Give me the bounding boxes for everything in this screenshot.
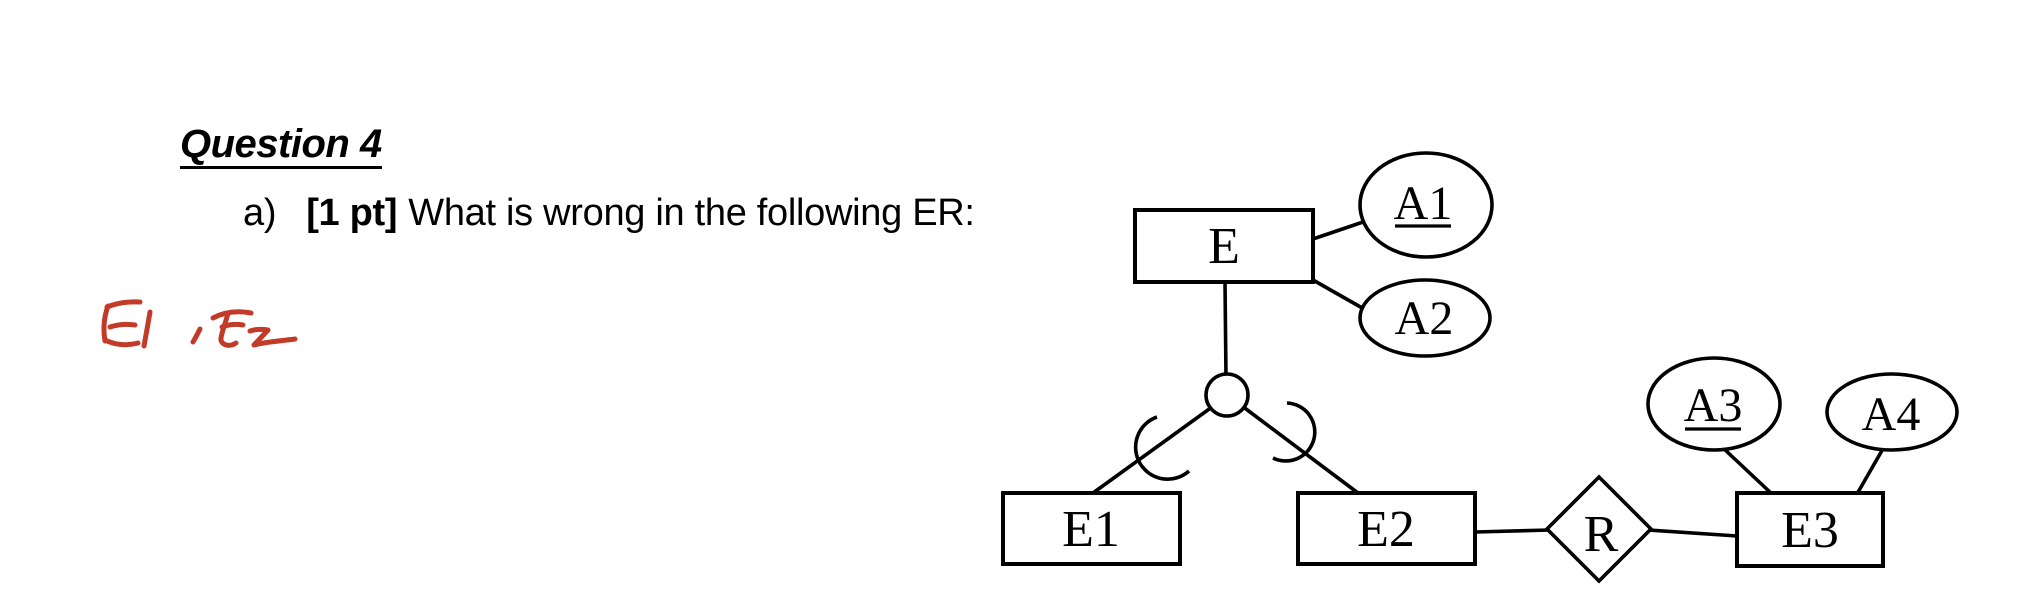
ink-e2-stroke — [247, 326, 298, 348]
connector-e-isa-circle — [1223, 281, 1228, 379]
entity-e1-box — [1001, 491, 1182, 566]
connector-a3-e3 — [1720, 445, 1774, 496]
question-text: What is wrong in the following ER: — [408, 192, 975, 234]
entity-e3-label: E3 — [1781, 502, 1839, 559]
subset-arc-left — [1133, 415, 1191, 481]
connector-e-a2 — [1312, 278, 1365, 311]
attribute-a3-label: A3 — [1684, 379, 1743, 432]
entity-e-label: E — [1208, 218, 1240, 275]
entity-e-box — [1133, 208, 1315, 284]
entity-e1-label: E1 — [1062, 501, 1120, 558]
attribute-a3-ellipse — [1646, 356, 1782, 452]
attribute-a1-label: A1 — [1394, 177, 1453, 230]
question-list-marker: a) — [243, 192, 277, 234]
question-line: a) [1 pt]What is wrong in the following E… — [243, 194, 975, 232]
connector-a4-e3 — [1855, 446, 1886, 495]
connector-isa-e2 — [1240, 404, 1360, 495]
attribute-a4-label: A4 — [1862, 388, 1921, 441]
ink-comma-stroke — [190, 326, 203, 345]
attribute-a1-ellipse — [1358, 151, 1494, 259]
ink-e2-stroke — [210, 309, 254, 321]
entity-e2-label: E2 — [1357, 501, 1415, 558]
question-heading: Question 4 — [180, 124, 382, 169]
relationship-r-label: R — [1584, 506, 1619, 563]
entity-e2-box — [1296, 491, 1477, 566]
entity-e3-box — [1735, 491, 1885, 568]
isa-circle — [1204, 372, 1250, 418]
ink-e1-stroke — [102, 337, 141, 348]
question-points-badge: [1 pt] — [306, 192, 398, 234]
connector-e-a1 — [1312, 219, 1367, 241]
attribute-a2-label: A2 — [1395, 292, 1454, 345]
ink-e1-stroke — [104, 299, 143, 310]
ink-e1-stroke — [141, 309, 153, 349]
attribute-a2-ellipse — [1358, 278, 1492, 358]
ink-e2-stroke — [219, 321, 246, 330]
relationship-r-diamond — [1544, 474, 1654, 584]
connector-isa-e1 — [1091, 405, 1214, 495]
connector-e2-r — [1474, 528, 1551, 534]
ink-e1-stroke — [107, 321, 138, 330]
ink-e1-stroke — [101, 303, 111, 344]
attribute-a4-ellipse — [1825, 372, 1959, 452]
handwritten-annotation — [101, 299, 298, 349]
ink-e2-stroke — [218, 310, 239, 348]
connector-r-e3 — [1648, 528, 1738, 538]
question-heading-text: Question 4 — [180, 122, 382, 166]
subset-arc-right — [1272, 401, 1317, 463]
